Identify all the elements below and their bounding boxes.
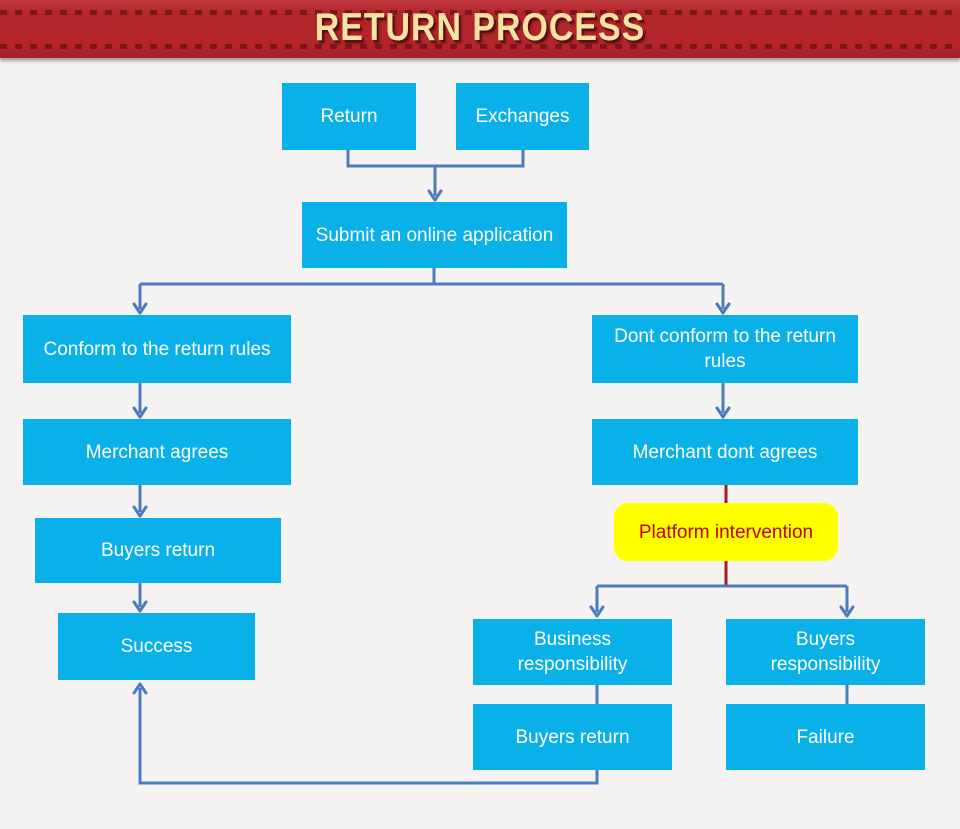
node-business-responsibility: Business responsibility [473,619,672,685]
title-banner: RETURN PROCESS [0,0,960,58]
node-success: Success [58,613,255,680]
node-merchant-agrees: Merchant agrees [23,419,291,485]
node-failure: Failure [726,704,925,770]
node-buyers-return-left: Buyers return [35,518,281,583]
node-buyers-return-right: Buyers return [473,704,672,770]
node-merchant-dont-agrees: Merchant dont agrees [592,419,858,485]
node-exchanges: Exchanges [456,83,589,150]
node-platform-intervention: Platform intervention [614,503,838,561]
banner-stitch-top [0,10,960,15]
node-return: Return [282,83,416,150]
node-buyers-responsibility: Buyers responsibility [726,619,925,685]
node-submit-application: Submit an online application [302,202,567,268]
banner-stitch-bottom [0,44,960,49]
node-dont-conform-rules: Dont conform to the return rules [592,315,858,383]
node-conform-rules: Conform to the return rules [23,315,291,383]
page-title: RETURN PROCESS [314,5,646,50]
